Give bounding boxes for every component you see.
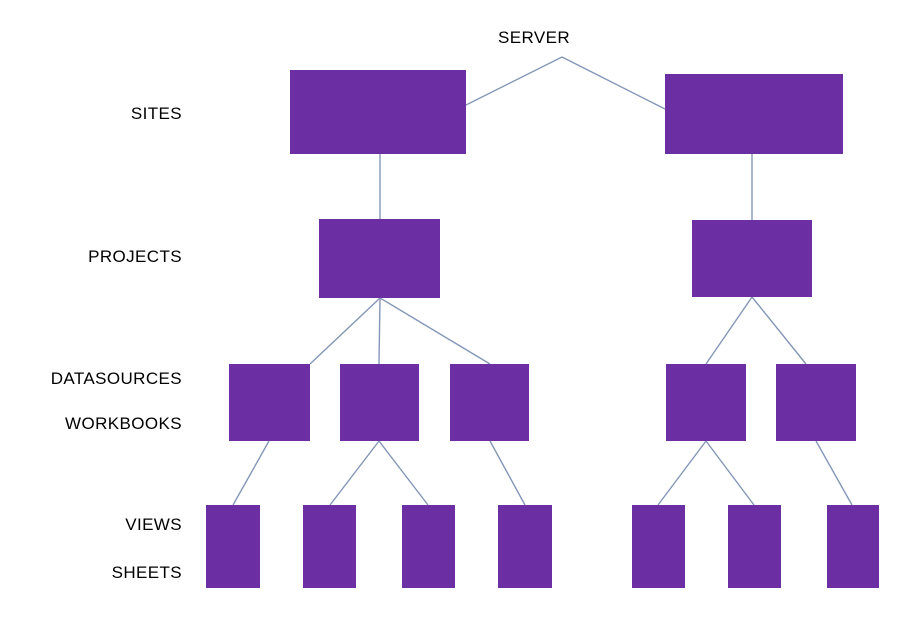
tier-label-projects: PROJECTS xyxy=(88,247,182,266)
node-site-2[interactable] xyxy=(665,74,843,154)
connector-project-1-to-ds-3 xyxy=(379,297,491,365)
node-view-3[interactable] xyxy=(402,505,455,588)
node-site-1[interactable] xyxy=(290,70,466,154)
tier-label-sites: SITES xyxy=(130,104,182,123)
connector-ds-2-to-view-2 xyxy=(329,440,380,506)
tier-label-datasources: DATASOURCES xyxy=(50,369,182,388)
connector-ds-3-to-view-4 xyxy=(489,440,526,506)
tier-label-views: VIEWS xyxy=(125,515,182,534)
connector-server-to-site-2 xyxy=(561,56,666,110)
node-ds-5[interactable] xyxy=(776,364,856,441)
node-ds-4[interactable] xyxy=(666,364,746,441)
node-project-2[interactable] xyxy=(692,220,812,297)
connector-server-to-site-1 xyxy=(465,56,563,106)
tier-label-workbooks: WORKBOOKS xyxy=(65,414,182,433)
connector-project-1-to-ds-1 xyxy=(309,297,381,365)
node-ds-1[interactable] xyxy=(229,364,310,441)
node-project-1[interactable] xyxy=(319,219,440,298)
connector-project-2-to-ds-4 xyxy=(705,296,753,365)
connector-project-1-to-ds-2 xyxy=(378,297,381,365)
node-view-1[interactable] xyxy=(206,505,260,588)
node-view-7[interactable] xyxy=(827,505,879,588)
connector-ds-4-to-view-6 xyxy=(705,440,755,506)
node-view-4[interactable] xyxy=(498,505,552,588)
connector-ds-4-to-view-5 xyxy=(657,440,707,506)
connector-ds-1-to-view-1 xyxy=(232,440,270,506)
connector-ds-5-to-view-7 xyxy=(815,440,853,506)
connector-project-2-to-ds-5 xyxy=(751,296,807,365)
node-ds-2[interactable] xyxy=(340,364,419,441)
connector-ds-2-to-view-3 xyxy=(378,440,429,506)
node-view-6[interactable] xyxy=(728,505,781,588)
root-label-server: SERVER xyxy=(498,28,571,47)
node-view-5[interactable] xyxy=(632,505,685,588)
node-ds-3[interactable] xyxy=(450,364,529,441)
node-view-2[interactable] xyxy=(303,505,356,588)
tier-label-sheets: SHEETS xyxy=(111,563,182,582)
